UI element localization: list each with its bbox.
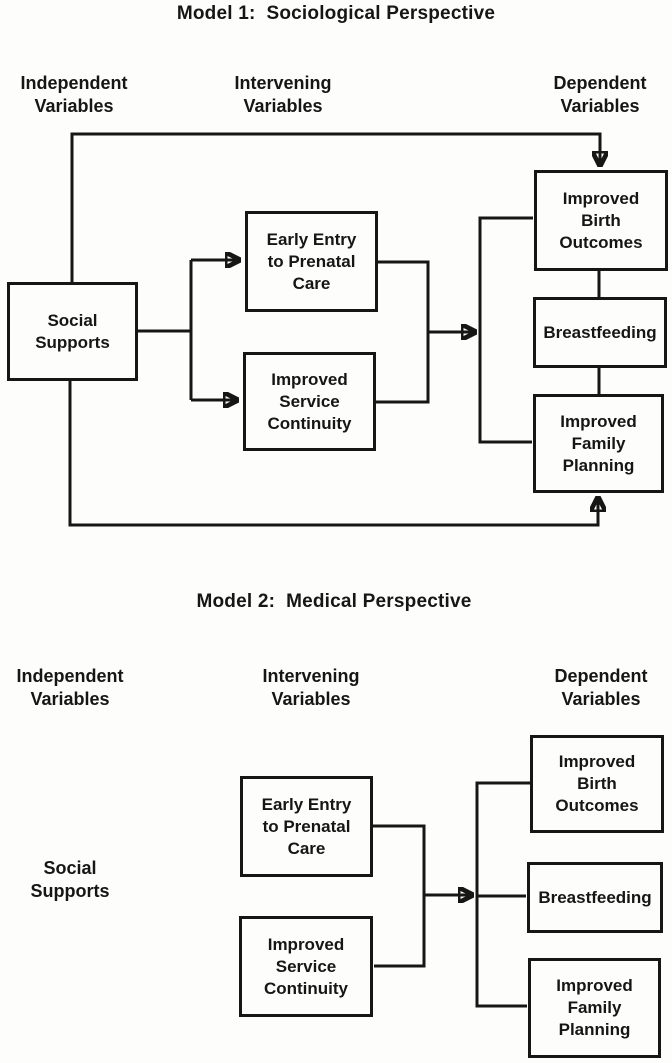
m1-intervening-merge-line [376, 260, 430, 404]
m1-dependent-bracket [478, 216, 533, 444]
m1-feedback-top-arrow [70, 132, 600, 282]
m2-box-improved-family-planning: Improved Family Planning [528, 958, 661, 1058]
m2-header-intervening-variables: Intervening Variables [262, 666, 360, 709]
model1-title: Model 1: Sociological Perspective [176, 3, 496, 24]
m2-box-breastfeeding: Breastfeeding [527, 862, 663, 933]
m1-box-breastfeeding: Breastfeeding [533, 297, 667, 368]
m2-intervening-merge-line [373, 824, 426, 968]
m1-box-improved-birth-outcomes: Improved Birth Outcomes [534, 170, 668, 271]
m2-box-improved-service-continuity: Improved Service Continuity [239, 916, 373, 1017]
m1-header-independent-variables: Independent Variables [20, 73, 128, 116]
m1-box-improved-service-continuity: Improved Service Continuity [243, 352, 376, 451]
m1-box-early-entry-prenatal-care: Early Entry to Prenatal Care [245, 211, 378, 312]
m2-box-early-entry-prenatal-care: Early Entry to Prenatal Care [240, 776, 373, 877]
m1-feedback-bottom-arrow [68, 379, 598, 527]
m1-header-intervening-variables: Intervening Variables [234, 73, 332, 116]
model2-title: Model 2: Medical Perspective [196, 591, 472, 612]
m2-header-dependent-variables: Dependent Variables [554, 666, 648, 709]
m2-header-independent-variables: Independent Variables [16, 666, 124, 709]
m1-header-dependent-variables: Dependent Variables [553, 73, 647, 116]
m2-box-improved-birth-outcomes: Improved Birth Outcomes [530, 735, 664, 833]
m1-box-improved-family-planning: Improved Family Planning [533, 394, 664, 493]
m1-box-social-supports: Social Supports [7, 282, 138, 381]
m2-label-social-supports: Social Supports [30, 858, 110, 901]
